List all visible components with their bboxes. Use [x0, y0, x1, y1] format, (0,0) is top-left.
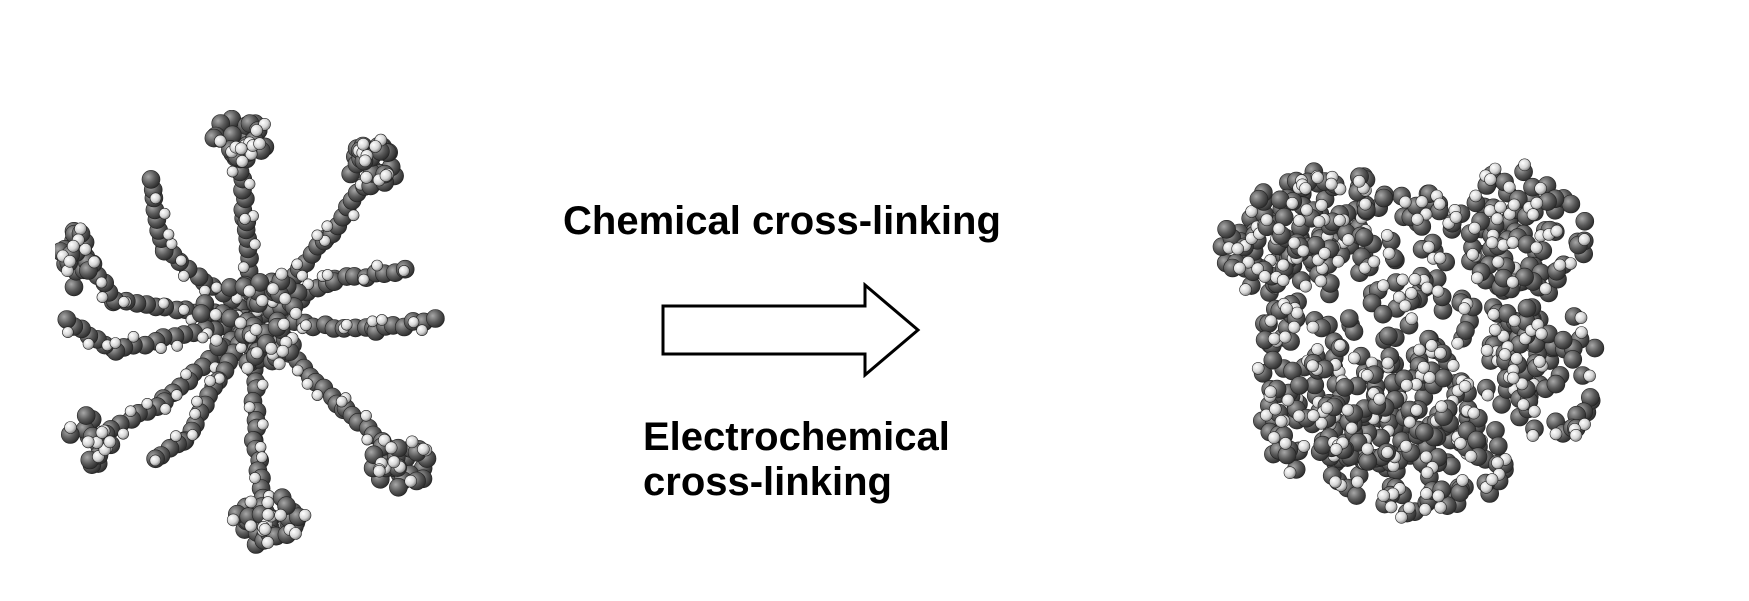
branched-molecule-icon	[55, 110, 445, 554]
chemical-crosslinking-label: Chemical cross-linking	[563, 199, 1001, 243]
cross-linked-molecule-icon	[1212, 158, 1605, 524]
right-arrow-icon	[661, 282, 921, 378]
electrochemical-label: Electrochemical	[643, 415, 950, 459]
crosslinking-label: cross-linking	[643, 460, 892, 504]
